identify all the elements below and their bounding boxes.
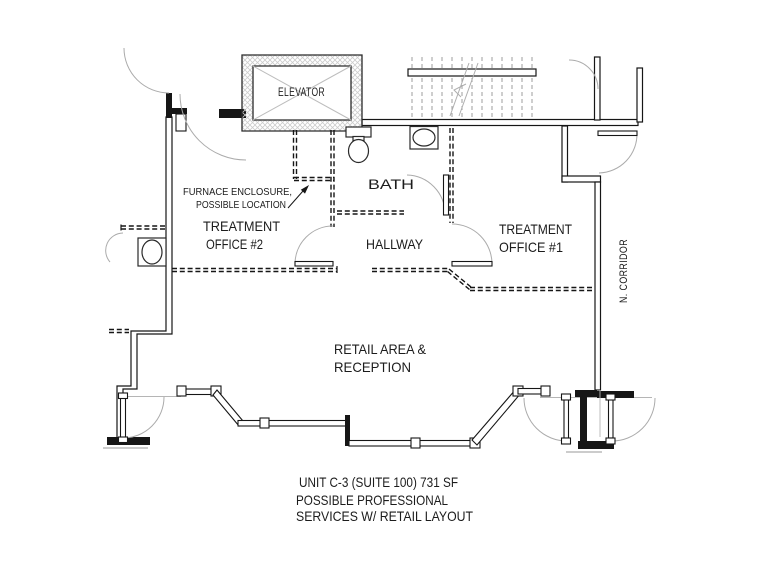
room-labels: ELEVATOR FURNACE ENCLOSURE, POSSIBLE LOC…: [183, 87, 630, 375]
title-block: UNIT C-3 (SUITE 100) 731 SF POSSIBLE PRO…: [296, 474, 473, 524]
door-leaf: [451, 260, 493, 267]
label-office2-line2: OFFICE #2: [206, 236, 263, 252]
label-office1-line2: OFFICE #1: [499, 239, 563, 255]
label-bath: BATH: [368, 176, 414, 192]
label-office2-line1: TREATMENT: [203, 218, 280, 234]
mullion: [410, 437, 421, 449]
stair-break-line: [449, 62, 470, 117]
door-swing: [179, 93, 247, 161]
title-line1: UNIT C-3 (SUITE 100) 731 SF: [299, 474, 458, 490]
label-elevator: ELEVATOR: [278, 87, 325, 99]
mullion: [259, 417, 270, 429]
door-leaf: [442, 174, 450, 216]
right-top-wall: [593, 56, 601, 121]
stair-break-line: [458, 62, 479, 117]
title-line2: POSSIBLE PROFESSIONAL: [296, 492, 448, 508]
bath-partition-dashed: [337, 128, 454, 223]
label-furnace-line2: POSSIBLE LOCATION: [196, 199, 286, 211]
door-swing: [123, 47, 170, 94]
door-swing: [568, 59, 599, 90]
vestibule-pier: [580, 397, 587, 443]
fixtures: [137, 125, 439, 267]
stair-break-zigzag: [453, 83, 467, 98]
door-swing: [122, 396, 165, 439]
doors: [105, 47, 638, 444]
elevator-cab-x: [252, 65, 352, 121]
door-leaf: [119, 396, 127, 440]
door-swing: [523, 397, 568, 442]
door-leaf-cap: [605, 437, 616, 445]
door-swing: [598, 132, 638, 174]
notch-wall-vert: [561, 125, 569, 183]
stairs: [407, 57, 537, 117]
mullion: [176, 385, 187, 397]
window-segment-diagonal: [471, 388, 522, 446]
door-leaf-cap: [560, 393, 572, 401]
label-n-corridor: N. CORRIDOR: [618, 239, 630, 303]
label-office1-line1: TREATMENT: [499, 221, 572, 237]
door-swing: [451, 223, 493, 265]
stair-handrail: [407, 68, 537, 77]
wall-sink-icon: [137, 237, 167, 267]
door-swing: [611, 397, 656, 442]
exterior-wall-left: [116, 116, 173, 440]
door-swing: [294, 225, 334, 265]
door-leaf-cap: [117, 436, 129, 444]
storefront-step-wall: [345, 415, 363, 446]
window-segment: [237, 419, 347, 427]
door-leaf: [597, 130, 638, 137]
corridor-wall: [594, 181, 602, 391]
door-leaf: [563, 398, 570, 439]
left-stub-dashed: [109, 224, 166, 334]
title-line3: SERVICES W/ RETAIL LAYOUT: [296, 508, 473, 524]
notch-wall-horiz: [561, 175, 602, 183]
vestibule-bottom-wall: [578, 441, 614, 449]
bath-sink-icon: [409, 125, 439, 150]
dashed-partitions: [109, 128, 595, 334]
right-edge-wall: [636, 67, 644, 123]
door-leaf: [607, 398, 614, 439]
door-jamb: [175, 113, 187, 132]
storefront-glazing: [176, 385, 551, 449]
entry-vestibule: [523, 390, 656, 453]
wall-stub: [219, 109, 246, 118]
leader-arrow: [287, 185, 309, 209]
door-leaf-cap: [117, 392, 129, 400]
vestibule-top-wall: [575, 390, 597, 397]
door-leaf-cap: [560, 437, 572, 445]
door-leaf: [294, 260, 334, 267]
stair-treads: [411, 57, 533, 117]
label-furnace-line1: FURNACE ENCLOSURE,: [183, 186, 292, 198]
bottom-left-wall: [107, 437, 150, 445]
label-hallway: HALLWAY: [366, 236, 424, 252]
hallway-partition-dashed: [172, 266, 449, 273]
door-leaf-cap: [605, 393, 616, 401]
label-retail-line2: RECEPTION: [334, 359, 411, 375]
label-retail-line1: RETAIL AREA &: [334, 341, 427, 357]
door-jamb: [170, 108, 187, 114]
toilet-icon: [345, 126, 372, 164]
door-jamb: [166, 93, 172, 118]
door-swing: [105, 232, 124, 263]
mullion: [540, 385, 551, 397]
office1-partition-dashed: [447, 268, 595, 292]
furnace-enclosure-dashed: [292, 130, 335, 227]
